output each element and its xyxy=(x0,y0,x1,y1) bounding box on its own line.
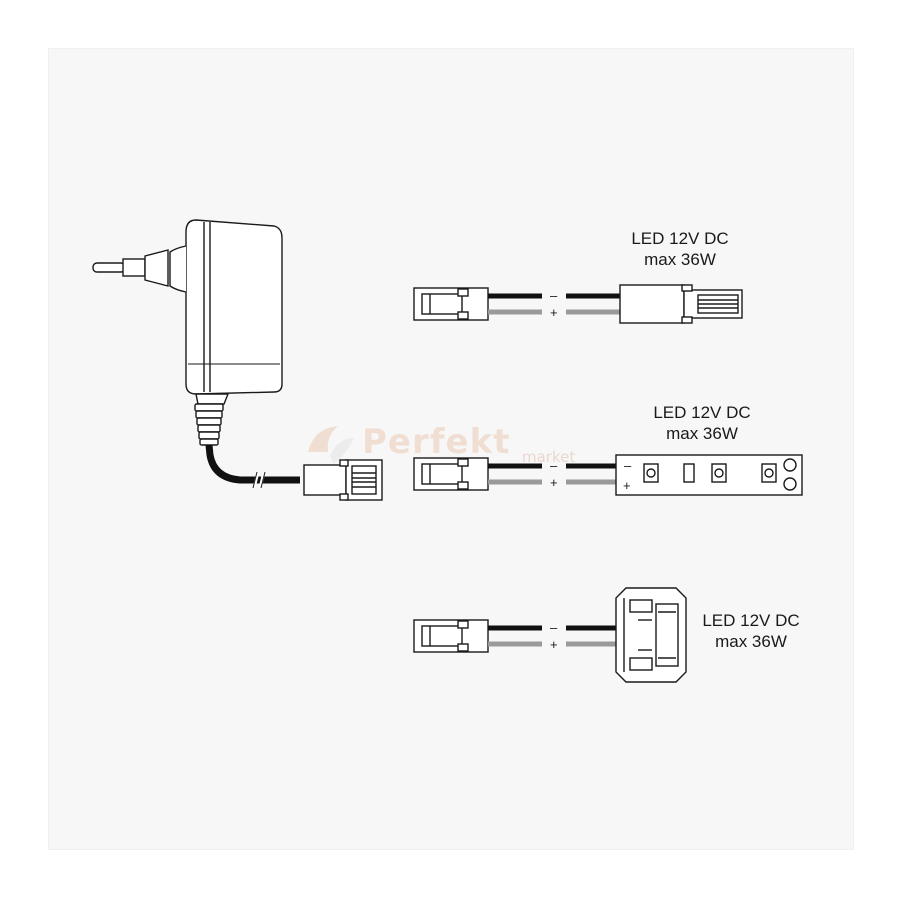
row-1-plug xyxy=(413,287,489,321)
watermark-sub: market xyxy=(522,448,576,466)
row-3-label: LED 12V DC max 36W xyxy=(676,610,826,652)
row-2-plug xyxy=(413,457,489,491)
led-chip xyxy=(643,463,659,483)
row-2-label: LED 12V DC max 36W xyxy=(612,402,792,444)
row-1-label: LED 12V DC max 36W xyxy=(590,228,770,270)
watermark-brand: Perfekt xyxy=(362,422,511,462)
resistor xyxy=(683,463,695,483)
power-adapter xyxy=(92,219,383,501)
adapter-cable xyxy=(205,444,300,484)
adapter-body xyxy=(185,219,283,395)
watermark: Perfekt market xyxy=(300,420,620,480)
polarity-minus: – xyxy=(550,288,558,303)
svg-text:+: + xyxy=(623,478,631,493)
label-line-1: LED 12V DC xyxy=(653,403,751,422)
led-chip xyxy=(761,463,777,483)
polarity-marks: – + – + – + xyxy=(550,288,558,652)
strip-clip-connector xyxy=(615,587,687,683)
row-1-socket xyxy=(619,284,743,324)
plug-pins xyxy=(92,249,169,287)
watermark-logo-icon xyxy=(308,426,354,464)
row-3-plug xyxy=(413,619,489,653)
led-chip xyxy=(711,463,727,483)
strain-relief xyxy=(194,393,230,446)
polarity-plus: + xyxy=(550,475,558,490)
polarity-minus: – xyxy=(550,620,558,635)
label-line-2: max 36W xyxy=(644,250,716,269)
label-line-2: max 36W xyxy=(666,424,738,443)
polarity-plus: + xyxy=(550,305,558,320)
adapter-output-connector xyxy=(303,459,383,501)
label-line-1: LED 12V DC xyxy=(631,229,729,248)
diagram-panel xyxy=(48,48,854,850)
row-2-cable: – + xyxy=(413,454,803,496)
row-1-cable xyxy=(413,284,743,324)
svg-text:–: – xyxy=(624,458,632,473)
led-strip: – + xyxy=(615,454,803,496)
row-3-cable xyxy=(413,587,687,683)
polarity-minus: – xyxy=(550,458,558,473)
label-line-1: LED 12V DC xyxy=(702,611,800,630)
polarity-plus: + xyxy=(550,637,558,652)
label-line-2: max 36W xyxy=(715,632,787,651)
